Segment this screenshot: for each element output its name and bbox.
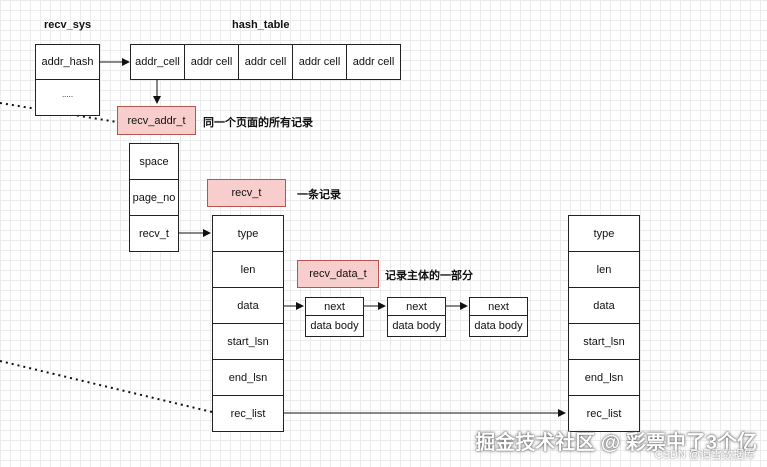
recv-t-field-end-lsn: end_lsn — [212, 359, 284, 396]
hash-cell-5: addr cell — [346, 44, 401, 80]
hash-cell-2: addr cell — [184, 44, 239, 80]
recv-t-field-start-lsn: start_lsn — [212, 323, 284, 360]
recv-data-t-note: 记录主体的一部分 — [385, 270, 473, 282]
recv-addr-t-tag: recv_addr_t — [117, 106, 196, 135]
recv-addr-t-field-space: space — [129, 143, 179, 180]
hash-cell-3: addr cell — [238, 44, 293, 80]
data-node-next: next — [469, 297, 528, 316]
recv-t-field-type: type — [212, 215, 284, 252]
recv-addr-t-field-recv-t: recv_t — [129, 215, 179, 252]
recv-t-right-field-len: len — [568, 251, 640, 288]
data-node-next: next — [305, 297, 364, 316]
watermark-sub: CSDN @谭雪数据库 — [654, 449, 755, 461]
recv-t-right-field-end-lsn: end_lsn — [568, 359, 640, 396]
recv-t-right-field-data: data — [568, 287, 640, 324]
recv-t-note: 一条记录 — [297, 189, 341, 201]
recv-sys-addr-hash-cell: addr_hash — [35, 44, 100, 80]
recv-t-field-data: data — [212, 287, 284, 324]
recv-t-right-field-type: type — [568, 215, 640, 252]
recv-sys-label: recv_sys — [44, 19, 92, 31]
dotted-line-top — [0, 102, 118, 123]
data-node-body: data body — [387, 315, 446, 337]
recv-t-right-field-start-lsn: start_lsn — [568, 323, 640, 360]
recv-sys-ellipsis-cell: ..... — [35, 79, 100, 116]
hash-table-label: hash_table — [232, 19, 290, 31]
recv-t-field-len: len — [212, 251, 284, 288]
data-node-body: data body — [305, 315, 364, 337]
data-node-body: data body — [469, 315, 528, 337]
recv-t-field-rec-list: rec_list — [212, 395, 284, 432]
dotted-line-bottom — [0, 360, 213, 413]
hash-cell-1: addr_cell — [130, 44, 185, 80]
recv-t-tag: recv_t — [207, 179, 286, 207]
data-node-next: next — [387, 297, 446, 316]
watermark-main: 掘金技术社区 @ 彩票中了3个亿 — [475, 432, 757, 454]
hash-cell-4: addr cell — [292, 44, 347, 80]
recv-data-t-tag: recv_data_t — [297, 260, 379, 288]
recv-addr-t-note: 同一个页面的所有记录 — [203, 117, 313, 129]
recv-t-right-field-rec-list: rec_list — [568, 395, 640, 432]
recv-addr-t-field-page-no: page_no — [129, 179, 179, 216]
